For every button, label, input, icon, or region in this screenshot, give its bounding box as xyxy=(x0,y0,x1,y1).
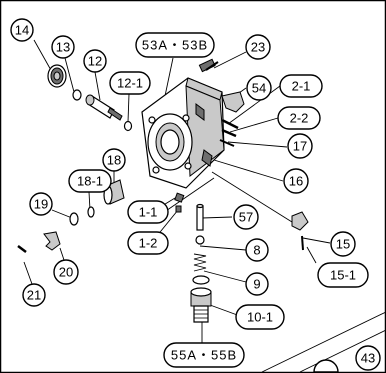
svg-text:17: 17 xyxy=(293,139,307,154)
svg-text:18-1: 18-1 xyxy=(77,174,103,189)
part-o-ring-drawing xyxy=(72,89,82,101)
part-pin-57-drawing xyxy=(196,203,204,231)
part-cap-15-drawing xyxy=(291,211,309,231)
part-ring-12-1-drawing xyxy=(123,120,133,132)
part-screw-23-drawing xyxy=(198,58,219,73)
svg-text:8: 8 xyxy=(253,243,260,258)
svg-text:19: 19 xyxy=(34,197,48,212)
label-19: 19 xyxy=(29,192,53,216)
label-57: 57 xyxy=(233,204,259,230)
label-8: 8 xyxy=(245,238,269,262)
svg-text:13: 13 xyxy=(56,40,70,55)
label-14: 14 xyxy=(10,18,34,42)
part-screw-1-2-drawing xyxy=(175,205,182,213)
svg-text:18: 18 xyxy=(107,153,121,168)
svg-text:12-1: 12-1 xyxy=(117,76,143,91)
label-54: 54 xyxy=(246,75,272,101)
svg-text:1-2: 1-2 xyxy=(139,236,158,251)
part-main-body-drawing xyxy=(141,77,225,189)
part-clip-54-drawing xyxy=(221,91,245,113)
part-pin-17-drawing xyxy=(219,139,235,147)
svg-text:2-2: 2-2 xyxy=(290,111,309,126)
part-spring-9-drawing xyxy=(193,253,207,272)
svg-text:12: 12 xyxy=(88,54,102,69)
svg-text:9: 9 xyxy=(253,277,260,292)
leader-lines xyxy=(23,39,331,343)
label-23: 23 xyxy=(245,34,271,60)
part-pin-2-2-drawing xyxy=(221,128,237,138)
label-21: 21 xyxy=(22,283,46,307)
label-13: 13 xyxy=(51,35,75,59)
svg-text:10-1: 10-1 xyxy=(247,310,273,325)
svg-text:53A・53B: 53A・53B xyxy=(142,38,208,53)
part-shaft-drawing xyxy=(85,94,123,121)
label-18: 18 xyxy=(102,148,126,172)
label-17: 17 xyxy=(287,133,313,159)
label-53: 53A・53B xyxy=(135,32,215,58)
part-pin-15-1-drawing xyxy=(301,235,304,251)
svg-text:14: 14 xyxy=(15,23,29,38)
part-plug-55-drawing xyxy=(190,287,212,323)
label-43: 43 xyxy=(355,345,381,371)
part-washer-18-1-drawing xyxy=(87,206,95,218)
label-55: 55A・55B xyxy=(163,342,245,368)
label-10-1: 10-1 xyxy=(235,304,285,330)
label-1-2: 1-2 xyxy=(127,231,169,255)
svg-text:16: 16 xyxy=(289,174,303,189)
part-nut-1-1-drawing xyxy=(174,192,185,203)
part-43-outline xyxy=(261,311,386,373)
label-9: 9 xyxy=(245,272,269,296)
svg-text:54: 54 xyxy=(252,81,266,96)
part-pin-2-1-drawing xyxy=(221,118,239,130)
part-bearing-drawing xyxy=(47,64,67,88)
svg-text:43: 43 xyxy=(361,351,375,366)
svg-text:2-1: 2-1 xyxy=(292,79,311,94)
label-18-1: 18-1 xyxy=(68,169,112,193)
label-43-partial xyxy=(313,359,339,373)
label-15: 15 xyxy=(330,231,356,257)
label-15-1: 15-1 xyxy=(317,262,369,288)
svg-text:23: 23 xyxy=(251,40,265,55)
svg-text:15: 15 xyxy=(336,237,350,252)
svg-text:21: 21 xyxy=(27,288,41,303)
svg-text:15-1: 15-1 xyxy=(330,268,356,283)
label-2-1: 2-1 xyxy=(279,74,323,98)
label-12-1: 12-1 xyxy=(109,71,151,95)
label-16: 16 xyxy=(283,168,309,194)
svg-text:20: 20 xyxy=(59,265,73,280)
part-clip-20-drawing xyxy=(43,231,61,251)
svg-text:1-1: 1-1 xyxy=(139,205,158,220)
label-12: 12 xyxy=(83,49,107,73)
label-2-2: 2-2 xyxy=(277,106,321,130)
label-1-1: 1-1 xyxy=(127,200,169,224)
part-ring-19-drawing xyxy=(69,212,79,226)
svg-text:55A・55B: 55A・55B xyxy=(171,348,237,363)
svg-text:57: 57 xyxy=(239,210,253,225)
part-screw-21-drawing xyxy=(17,245,27,253)
part-o-ring-10-1-drawing xyxy=(192,275,210,285)
label-20: 20 xyxy=(53,259,79,285)
part-ball-8-drawing xyxy=(195,235,205,245)
